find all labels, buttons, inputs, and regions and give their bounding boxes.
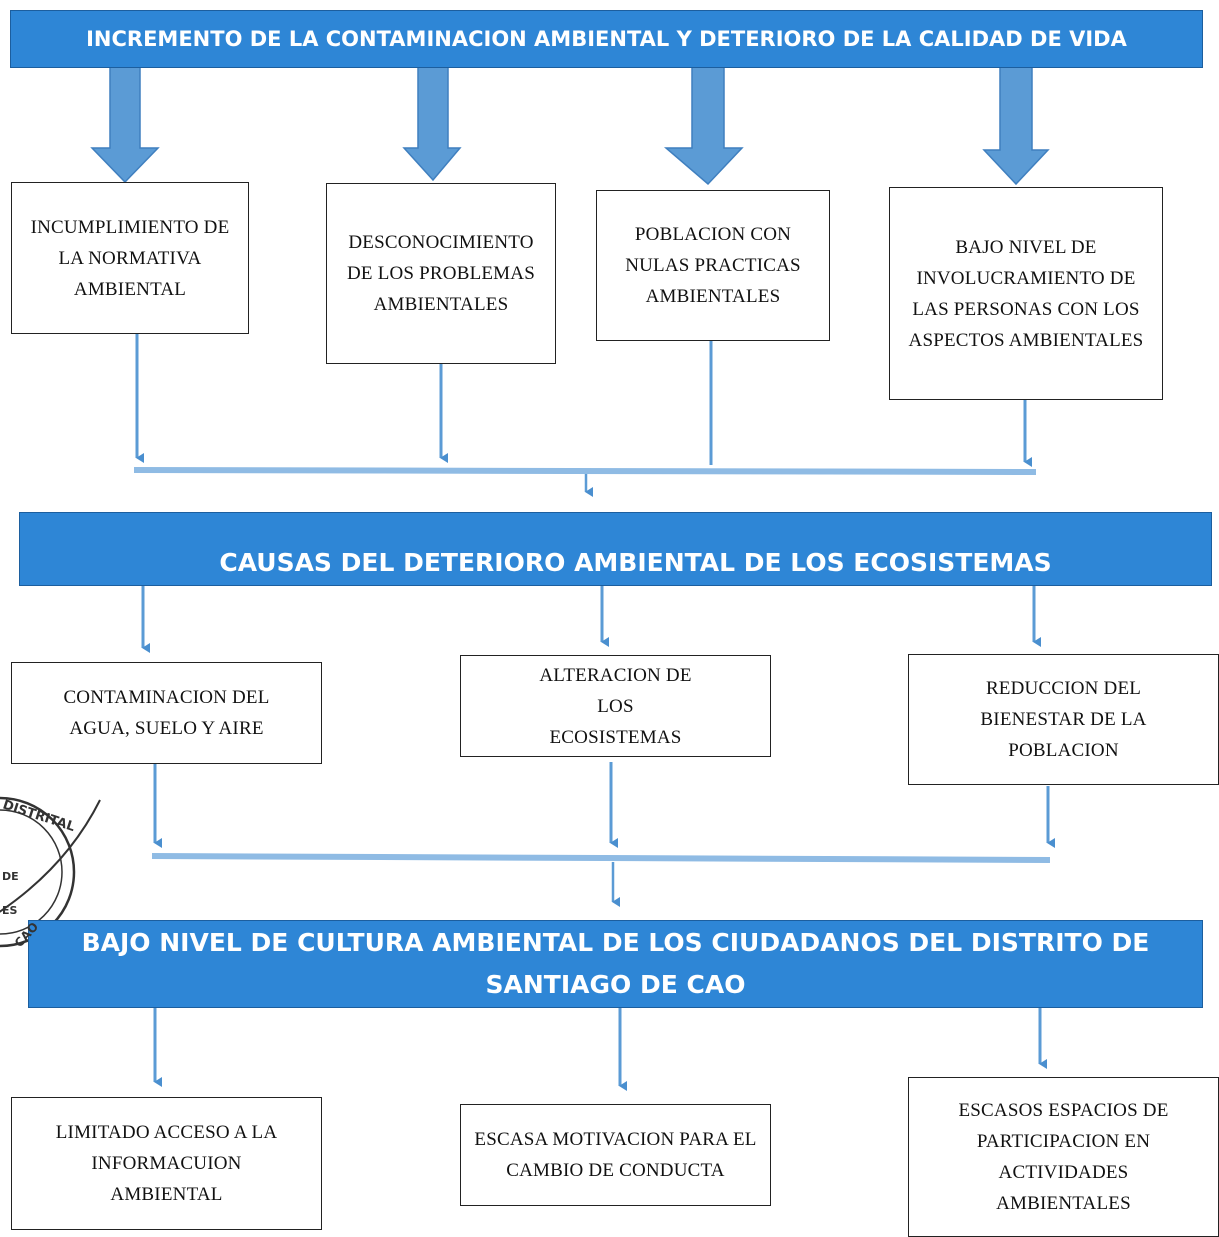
effect-box-2: DESCONOCIMIENTO DE LOS PROBLEMAS AMBIENT… xyxy=(326,183,556,364)
cause-box-2: ESCASA MOTIVACION PARA EL CAMBIO DE COND… xyxy=(460,1104,771,1206)
effect-label-2: DESCONOCIMIENTO DE LOS PROBLEMAS AMBIENT… xyxy=(347,232,535,315)
seal-line-2: ES xyxy=(2,904,18,917)
middle-banner-text: CAUSAS DEL DETERIORO AMBIENTAL DE LOS EC… xyxy=(219,547,1052,577)
middle-box-2: ALTERACION DE LOS ECOSISTEMAS xyxy=(460,655,771,757)
effect-label-1: INCUMPLIMIENTO DE LA NORMATIVA AMBIENTAL xyxy=(30,216,230,300)
block-arrow-2 xyxy=(402,65,462,182)
top-banner-text: INCREMENTO DE LA CONTAMINACION AMBIENTAL… xyxy=(86,27,1127,51)
seal-stamp xyxy=(0,796,101,948)
horizontal-connector xyxy=(133,467,1037,475)
middle-box-3: REDUCCION DEL BIENESTAR DE LA POBLACION xyxy=(908,654,1219,785)
seal-text-layer: DISTRITAL DE ES CAO xyxy=(1,798,77,950)
seal-arc-text: DISTRITAL xyxy=(1,798,77,835)
central-problem-text: BAJO NIVEL DE CULTURA AMBIENTAL DE LOS C… xyxy=(81,928,1150,999)
cause-box-3: ESCASOS ESPACIOS DE PARTICIPACION EN ACT… xyxy=(908,1077,1219,1237)
seal-line-3: CAO xyxy=(12,920,41,950)
horizontal-connector xyxy=(151,853,1051,863)
middle-label-3: REDUCCION DEL BIENESTAR DE LA POBLACION xyxy=(980,678,1147,761)
seal-line-1: DE xyxy=(2,870,19,883)
cause-label-3: ESCASOS ESPACIOS DE PARTICIPACION EN ACT… xyxy=(958,1100,1169,1214)
cause-label-2: ESCASA MOTIVACION PARA EL CAMBIO DE COND… xyxy=(474,1129,757,1181)
effect-box-4: BAJO NIVEL DE INVOLUCRAMIENTO DE LAS PER… xyxy=(889,187,1163,400)
block-arrow-4 xyxy=(982,65,1050,186)
middle-label-1: CONTAMINACION DEL AGUA, SUELO Y AIRE xyxy=(63,687,270,739)
middle-label-2: ALTERACION DE LOS ECOSISTEMAS xyxy=(539,664,692,748)
top-banner: INCREMENTO DE LA CONTAMINACION AMBIENTAL… xyxy=(10,10,1203,68)
cause-box-1: LIMITADO ACCESO A LA INFORMACUION AMBIEN… xyxy=(11,1097,322,1230)
middle-box-1: CONTAMINACION DEL AGUA, SUELO Y AIRE xyxy=(11,662,322,764)
effect-box-1: INCUMPLIMIENTO DE LA NORMATIVA AMBIENTAL xyxy=(11,182,249,334)
cause-label-1: LIMITADO ACCESO A LA INFORMACUION AMBIEN… xyxy=(55,1122,278,1205)
effect-label-3: POBLACION CON NULAS PRACTICAS AMBIENTALE… xyxy=(625,224,801,307)
middle-banner: CAUSAS DEL DETERIORO AMBIENTAL DE LOS EC… xyxy=(19,512,1212,586)
central-problem-banner: BAJO NIVEL DE CULTURA AMBIENTAL DE LOS C… xyxy=(28,920,1203,1008)
effect-box-3: POBLACION CON NULAS PRACTICAS AMBIENTALE… xyxy=(596,190,830,341)
effect-label-4: BAJO NIVEL DE INVOLUCRAMIENTO DE LAS PER… xyxy=(908,236,1144,351)
block-arrow-1 xyxy=(90,65,160,184)
block-arrow-3 xyxy=(663,65,744,186)
